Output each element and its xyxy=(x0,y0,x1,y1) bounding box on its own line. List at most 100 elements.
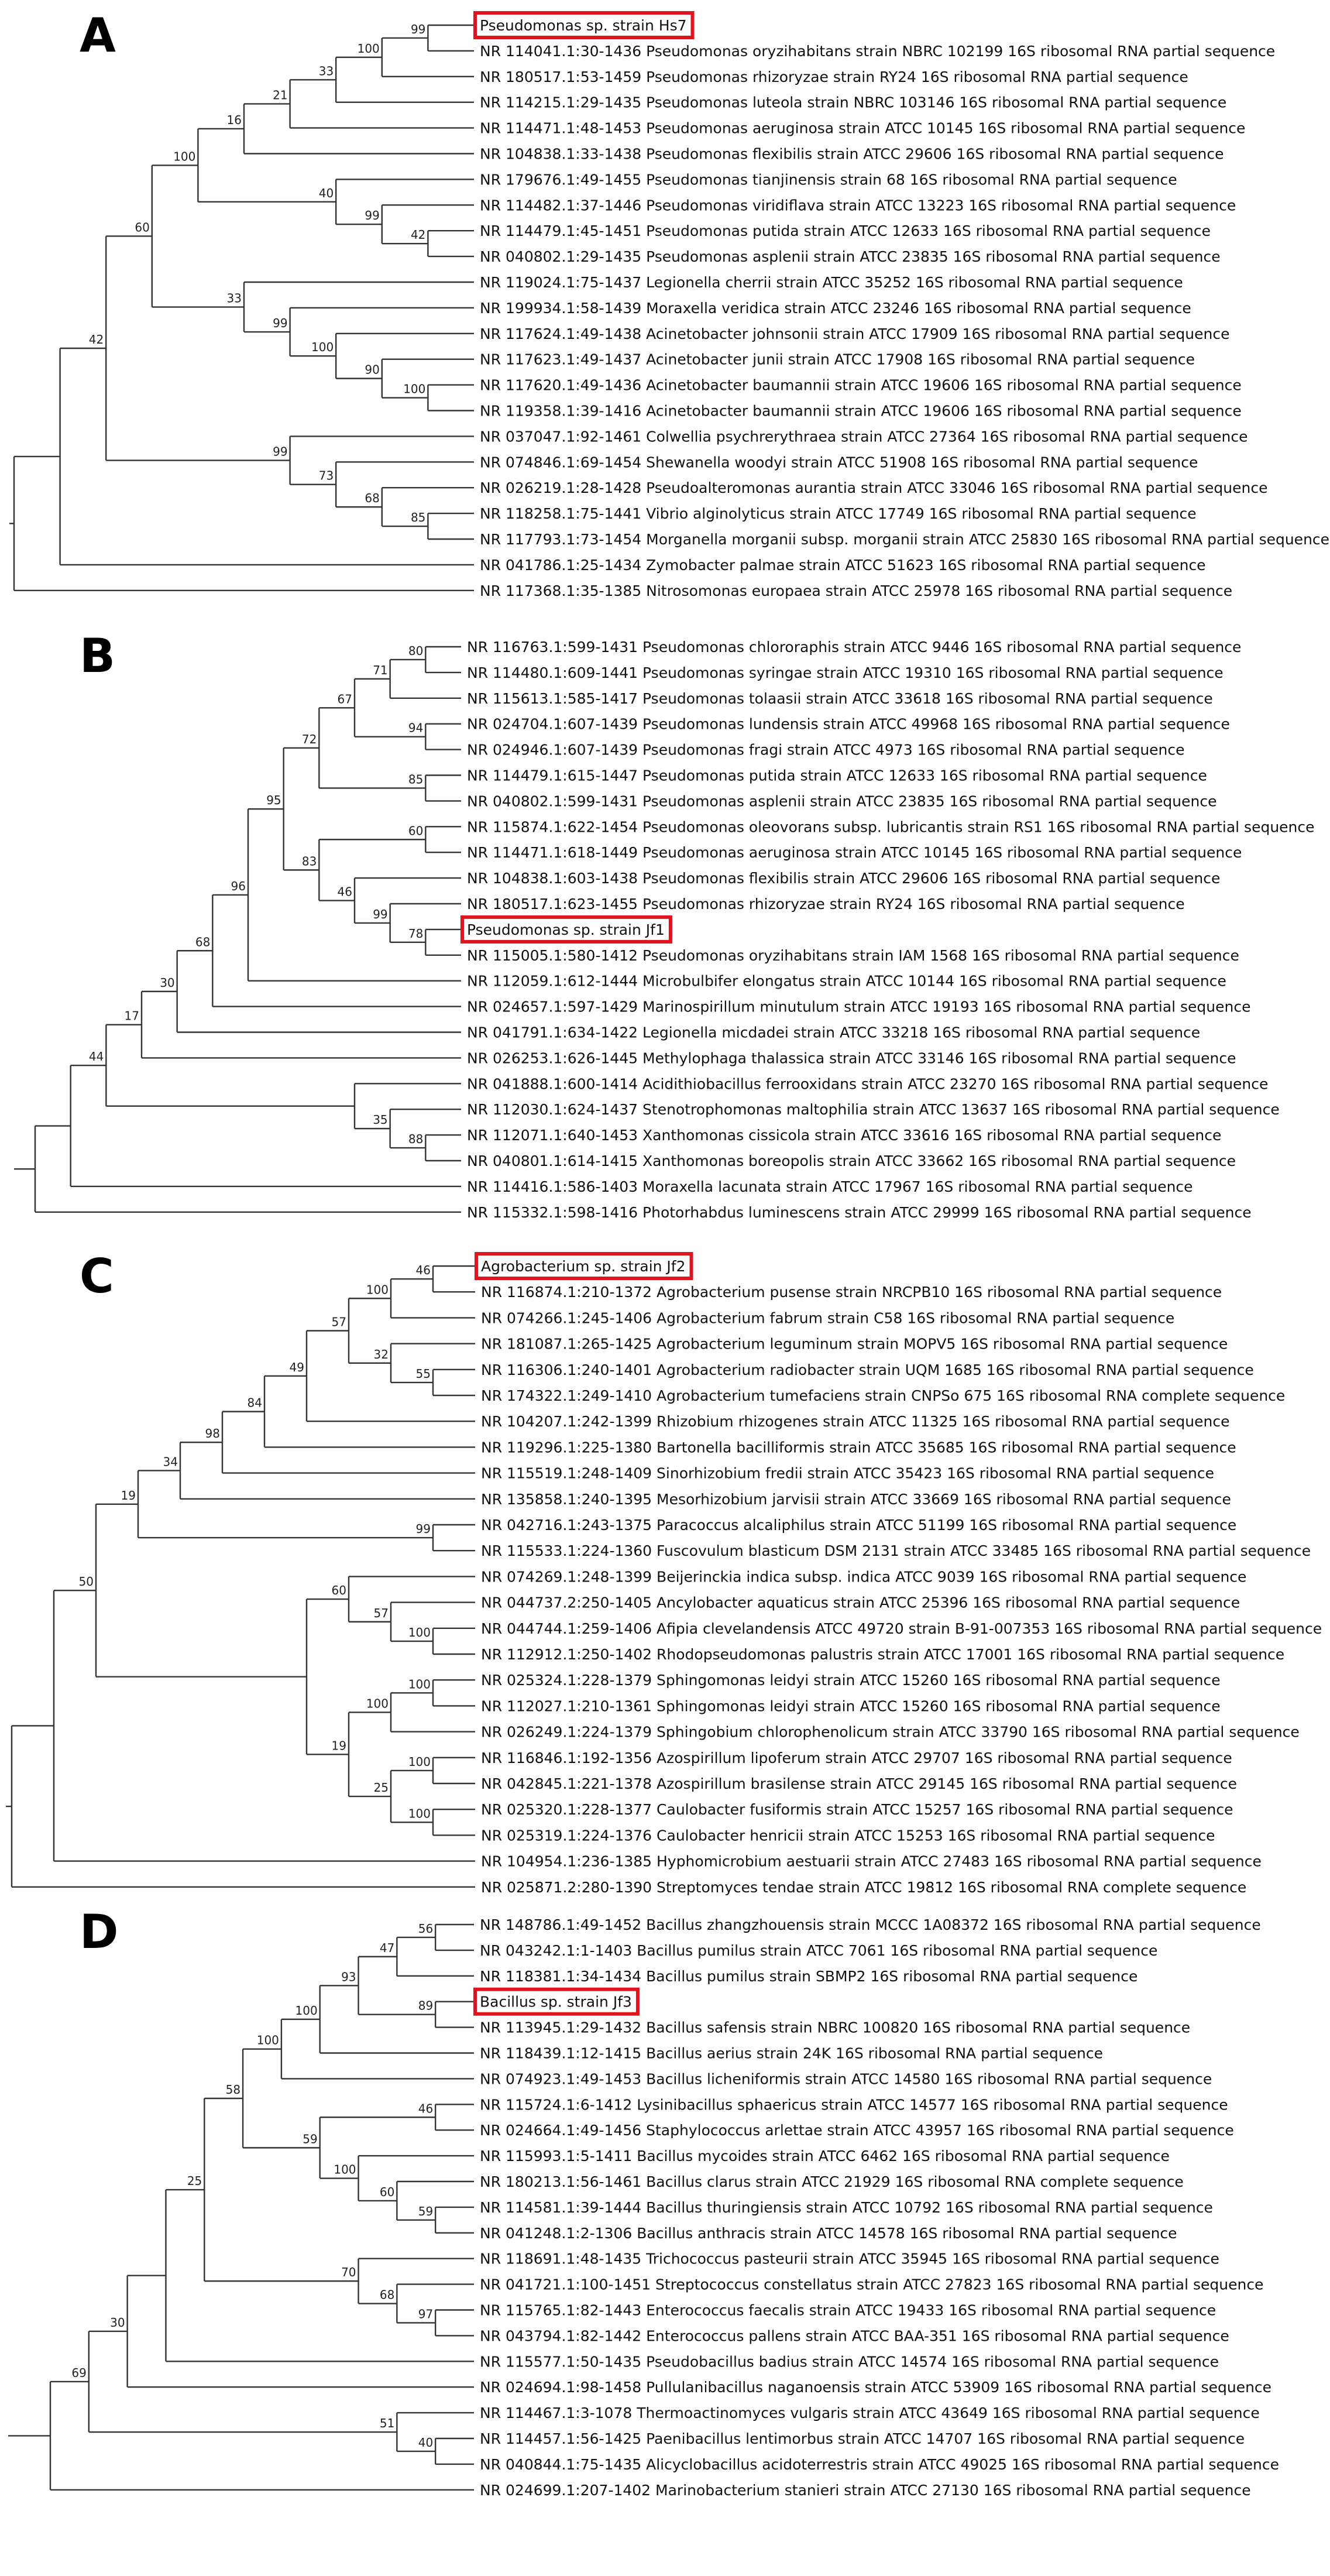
reference-sequence-label: NR 117624.1:49-1438 Acinetobacter johnso… xyxy=(480,325,1229,342)
reference-sequence-label: NR 114480.1:609-1441 Pseudomonas syringa… xyxy=(467,664,1224,681)
reference-sequence-label: NR 180517.1:53-1459 Pseudomonas rhizoryz… xyxy=(480,68,1188,85)
bootstrap-value: 80 xyxy=(408,644,423,658)
reference-sequence-label: NR 114215.1:29-1435 Pseudomonas luteola … xyxy=(480,94,1226,111)
bootstrap-value: 16 xyxy=(227,113,242,127)
bootstrap-value: 71 xyxy=(373,663,387,677)
bootstrap-value: 90 xyxy=(365,363,379,377)
reference-sequence-label: NR 024657.1:597-1429 Marinospirillum min… xyxy=(467,999,1251,1016)
reference-sequence-label: NR 199934.1:58-1439 Moraxella veridica s… xyxy=(480,300,1191,317)
reference-sequence-label: NR 037047.1:92-1461 Colwellia psychreryt… xyxy=(480,428,1248,445)
reference-sequence-label: NR 041721.1:100-1451 Streptococcus const… xyxy=(480,2276,1263,2293)
reference-sequence-label: NR 025871.2:280-1390 Streptomyces tendae… xyxy=(481,1879,1246,1896)
reference-sequence-label: NR 117620.1:49-1436 Acinetobacter bauman… xyxy=(480,377,1242,394)
reference-sequence-label: NR 112059.1:612-1444 Microbulbifer elong… xyxy=(467,973,1226,990)
reference-sequence-label: NR 026249.1:224-1379 Sphingobium chlorop… xyxy=(481,1724,1300,1741)
reference-sequence-label: NR 114482.1:37-1446 Pseudomonas viridifl… xyxy=(480,197,1236,214)
bootstrap-value: 100 xyxy=(334,2163,356,2177)
reference-sequence-label: NR 116846.1:192-1356 Azospirillum lipofe… xyxy=(481,1750,1232,1767)
bootstrap-value: 93 xyxy=(341,1970,356,1984)
bootstrap-value: 59 xyxy=(303,2132,317,2146)
bootstrap-value: 60 xyxy=(380,2185,394,2199)
bootstrap-value: 69 xyxy=(71,2366,86,2380)
reference-sequence-label: NR 116306.1:240-1401 Agrobacterium radio… xyxy=(481,1361,1254,1378)
reference-sequence-label: NR 113945.1:29-1432 Bacillus safensis st… xyxy=(480,2019,1190,2036)
query-strain-label: Bacillus sp. strain Jf3 xyxy=(480,1994,632,2011)
panel-a: A 99100332116429940100100901009933608568… xyxy=(9,8,1329,599)
reference-sequence-label: NR 117368.1:35-1385 Nitrosomonas europae… xyxy=(480,582,1232,599)
panel-a-letter: A xyxy=(80,8,116,63)
reference-sequence-label: NR 114479.1:615-1447 Pseudomonas putida … xyxy=(467,767,1207,784)
panel-d: D 56478993100100465960100595897687025304… xyxy=(8,1905,1279,2499)
highlight-box xyxy=(473,11,695,39)
bootstrap-value: 100 xyxy=(358,42,380,56)
bootstrap-value: 59 xyxy=(418,2204,433,2218)
bootstrap-value: 25 xyxy=(374,1781,389,1795)
bootstrap-value: 40 xyxy=(319,186,334,200)
reference-sequence-label: NR 074923.1:49-1453 Bacillus licheniform… xyxy=(480,2070,1212,2087)
bootstrap-value: 99 xyxy=(273,445,287,459)
bootstrap-value: 100 xyxy=(366,1696,389,1710)
panel-b: B 80719467857260789946839596683017883544… xyxy=(14,629,1315,1221)
reference-sequence-label: NR 114479.1:45-1451 Pseudomonas putida s… xyxy=(480,222,1211,239)
bootstrap-value: 78 xyxy=(408,927,423,941)
bootstrap-value: 19 xyxy=(332,1738,346,1752)
reference-sequence-label: NR 024694.1:98-1458 Pullulanibacillus na… xyxy=(480,2379,1271,2396)
panel-c-letter: C xyxy=(80,1249,114,1304)
bootstrap-value: 100 xyxy=(173,149,195,163)
bootstrap-value: 68 xyxy=(195,935,210,949)
bootstrap-value: 49 xyxy=(290,1360,304,1374)
bootstrap-value: 60 xyxy=(408,824,423,838)
reference-sequence-label: NR 118439.1:12-1415 Bacillus aerius stra… xyxy=(480,2045,1103,2062)
bootstrap-value: 40 xyxy=(418,2436,433,2450)
bootstrap-value: 56 xyxy=(418,1922,433,1936)
reference-sequence-label: NR 174322.1:249-1410 Agrobacterium tumef… xyxy=(481,1387,1285,1404)
reference-sequence-label: NR 119296.1:225-1380 Bartonella bacillif… xyxy=(481,1439,1236,1456)
reference-sequence-label: NR 074269.1:248-1399 Beijerinckia indica… xyxy=(481,1568,1246,1585)
reference-sequence-label: NR 179676.1:49-1455 Pseudomonas tianjine… xyxy=(480,171,1177,188)
reference-sequence-label: NR 040802.1:29-1435 Pseudomonas asplenii… xyxy=(480,248,1221,265)
bootstrap-value: 99 xyxy=(365,208,379,222)
bootstrap-value: 57 xyxy=(374,1606,389,1620)
panel-c-tree: 4610055325749849834991910057601001001001… xyxy=(6,1252,1322,1896)
highlight-box xyxy=(460,915,672,944)
reference-sequence-label: NR 025320.1:228-1377 Caulobacter fusifor… xyxy=(481,1801,1233,1818)
reference-sequence-label: NR 074266.1:245-1406 Agrobacterium fabru… xyxy=(481,1309,1174,1326)
reference-sequence-label: NR 135858.1:240-1395 Mesorhizobium jarvi… xyxy=(481,1491,1231,1508)
reference-sequence-label: NR 114416.1:586-1403 Moraxella lacunata … xyxy=(467,1178,1193,1195)
bootstrap-value: 34 xyxy=(163,1455,178,1469)
bootstrap-value: 46 xyxy=(338,885,352,899)
bootstrap-value: 100 xyxy=(408,1806,431,1820)
reference-sequence-label: NR 114581.1:39-1444 Bacillus thuringiens… xyxy=(480,2199,1213,2216)
reference-sequence-label: NR 115613.1:585-1417 Pseudomonas tolaasi… xyxy=(467,690,1213,707)
reference-sequence-label: NR 114457.1:56-1425 Paenibacillus lentim… xyxy=(480,2430,1245,2447)
bootstrap-value: 68 xyxy=(380,2288,394,2302)
reference-sequence-label: NR 041786.1:25-1434 Zymobacter palmae st… xyxy=(480,557,1206,574)
reference-sequence-label: NR 024704.1:607-1439 Pseudomonas lundens… xyxy=(467,716,1230,733)
reference-sequence-label: NR 115005.1:580-1412 Pseudomonas oryziha… xyxy=(467,947,1239,964)
bootstrap-value: 58 xyxy=(226,2083,240,2097)
reference-sequence-label: NR 024946.1:607-1439 Pseudomonas fragi s… xyxy=(467,742,1185,759)
panel-c: C 46100553257498498349919100576010010010… xyxy=(6,1249,1322,1896)
bootstrap-value: 30 xyxy=(110,2316,125,2330)
query-strain-label: Agrobacterium sp. strain Jf2 xyxy=(481,1258,686,1275)
bootstrap-value: 19 xyxy=(121,1488,136,1503)
bootstrap-value: 97 xyxy=(418,2307,433,2321)
reference-sequence-label: NR 040802.1:599-1431 Pseudomonas aspleni… xyxy=(467,793,1216,809)
query-strain-label: Pseudomonas sp. strain Jf1 xyxy=(467,921,665,938)
bootstrap-value: 35 xyxy=(373,1113,387,1127)
reference-sequence-label: NR 074846.1:69-1454 Shewanella woodyi st… xyxy=(480,454,1198,471)
bootstrap-value: 83 xyxy=(302,854,317,868)
bootstrap-value: 33 xyxy=(227,291,242,306)
bootstrap-value: 100 xyxy=(408,1625,431,1639)
reference-sequence-label: NR 115577.1:50-1435 Pseudobacillus badiu… xyxy=(480,2353,1219,2370)
bootstrap-value: 55 xyxy=(416,1367,431,1381)
reference-sequence-label: NR 041791.1:634-1422 Legionella micdadei… xyxy=(467,1024,1200,1041)
reference-sequence-label: NR 041248.1:2-1306 Bacillus anthracis st… xyxy=(480,2225,1177,2242)
bootstrap-value: 100 xyxy=(408,1755,431,1769)
bootstrap-value: 100 xyxy=(366,1282,389,1296)
bootstrap-value: 100 xyxy=(408,1677,431,1691)
reference-sequence-label: NR 041888.1:600-1414 Acidithiobacillus f… xyxy=(467,1075,1268,1092)
reference-sequence-label: NR 114471.1:618-1449 Pseudomonas aerugin… xyxy=(467,844,1242,861)
panel-b-tree: 80719467857260789946839596683017883544NR… xyxy=(14,639,1315,1221)
reference-sequence-label: NR 118691.1:48-1435 Trichococcus pasteur… xyxy=(480,2251,1219,2268)
